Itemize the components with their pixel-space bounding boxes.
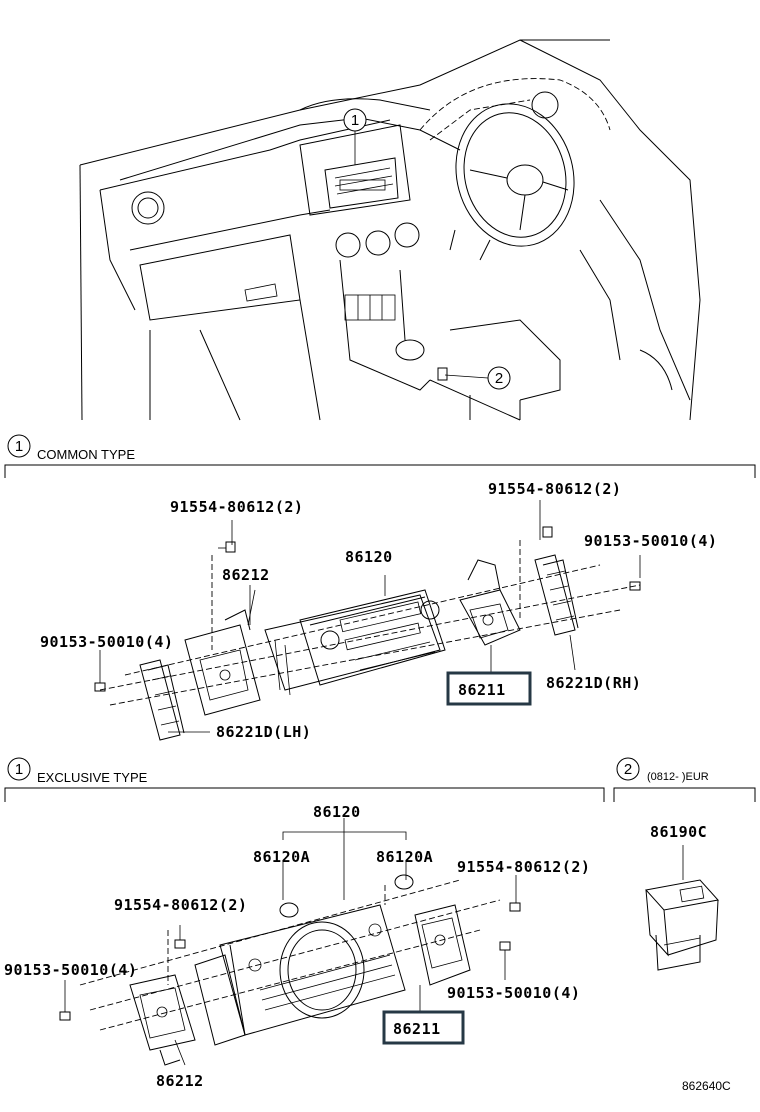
excl-label-screw-left: 90153-50010(4) [4,961,137,979]
excl-label-bracket-lh: 86212 [156,1072,204,1090]
excl-label-screw-right: 90153-50010(4) [447,984,580,1002]
excl-label-bolt-left: 91554-80612(2) [114,896,247,914]
figure-code: 862640C [682,1079,731,1093]
eur-section: 2 (0812- )EUR 86190C [613,757,756,971]
common-section-number: 1 [15,438,23,455]
excl-label-bracket-rh: 86211 [393,1020,441,1038]
highlight-box-exclusive [382,1010,465,1045]
exclusive-section-number: 1 [15,761,23,778]
exclusive-type-section: 1 EXCLUSIVE TYPE [4,757,605,1090]
overview-callout-2: 2 [495,370,503,387]
excl-label-bolt-right: 91554-80612(2) [457,858,590,876]
label-screw-right: 90153-50010(4) [584,532,717,550]
label-bolt-right-top: 91554-80612(2) [488,480,621,498]
label-radio: 86120 [345,548,393,566]
highlight-box-common [446,671,532,706]
label-panel-lh: 86221D(LH) [216,723,311,741]
dashboard-overview: 1 2 [79,39,701,421]
label-bolt-left-top: 91554-80612(2) [170,498,303,516]
eur-section-number: 2 [624,761,632,778]
label-panel-rh: 86221D(RH) [546,674,641,692]
eur-label-jack: 86190C [650,823,707,841]
common-section-title: COMMON TYPE [37,447,135,462]
label-screw-left: 90153-50010(4) [40,633,173,651]
excl-label-radio: 86120 [313,803,361,821]
eur-section-title: (0812- )EUR [647,771,709,783]
common-type-section: 1 COMMON TYPE [4,434,756,741]
excl-label-knob-right: 86120A [376,848,433,866]
label-bracket-rh: 86211 [458,681,506,699]
label-bracket-lh: 86212 [222,566,270,584]
excl-label-knob-left: 86120A [253,848,310,866]
exclusive-section-title: EXCLUSIVE TYPE [37,770,148,785]
overview-callout-1: 1 [351,112,359,129]
